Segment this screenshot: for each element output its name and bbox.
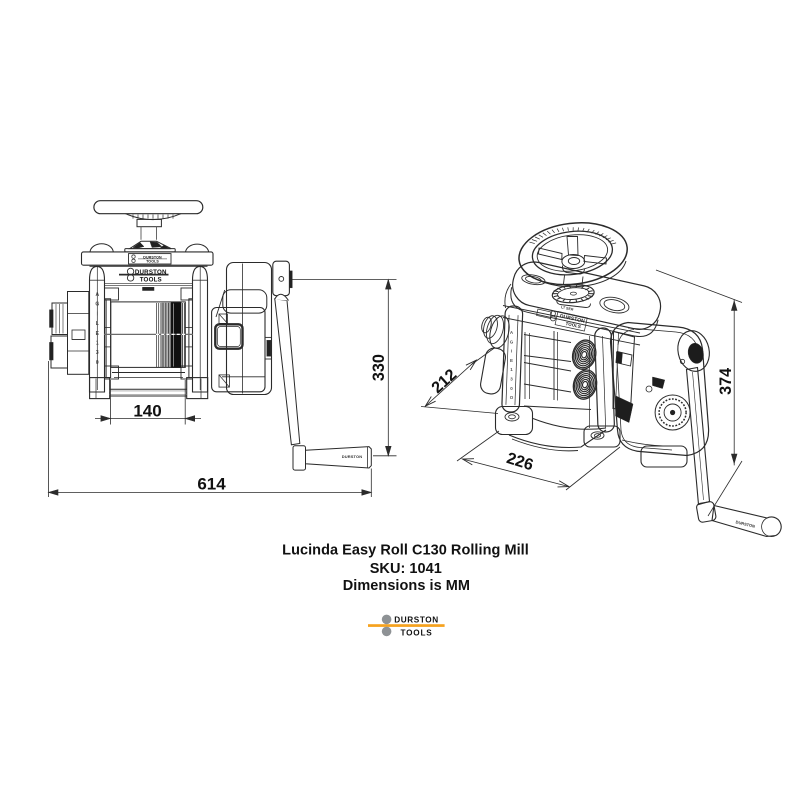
svg-text:G: G xyxy=(95,302,99,308)
svg-text:DURSTON: DURSTON xyxy=(135,269,167,276)
svg-text:DURSTON: DURSTON xyxy=(143,255,162,259)
svg-text:LT SER: LT SER xyxy=(561,305,574,312)
svg-text:G: G xyxy=(510,339,514,344)
svg-text:1: 1 xyxy=(96,341,99,347)
svg-text:DURSTON: DURSTON xyxy=(394,615,439,624)
svg-text:DURSTON: DURSTON xyxy=(559,313,585,324)
svg-text:1: 1 xyxy=(510,367,513,372)
svg-text:A: A xyxy=(95,292,99,298)
svg-text:Lucinda Easy Roll C130 Rolling: Lucinda Easy Roll C130 Rolling Mill xyxy=(282,542,529,558)
svg-text:374: 374 xyxy=(717,368,735,395)
svg-text:TOOLS: TOOLS xyxy=(400,629,432,638)
svg-text:3: 3 xyxy=(510,377,513,382)
svg-text:0: 0 xyxy=(510,386,513,391)
svg-text:A: A xyxy=(510,330,514,335)
svg-text:SKU: 1041: SKU: 1041 xyxy=(370,561,442,577)
svg-text:DURSTON: DURSTON xyxy=(342,454,362,459)
svg-text:TOOLS: TOOLS xyxy=(140,276,162,283)
svg-text:O: O xyxy=(510,395,514,400)
svg-text:I: I xyxy=(97,311,99,317)
svg-text:E: E xyxy=(510,358,513,363)
svg-text:Dimensions is MM: Dimensions is MM xyxy=(343,578,470,594)
svg-text:E: E xyxy=(96,331,100,337)
svg-text:0: 0 xyxy=(96,360,99,366)
svg-text:3: 3 xyxy=(96,350,99,356)
svg-text:614: 614 xyxy=(197,475,226,494)
svg-text:TOOLS: TOOLS xyxy=(146,260,159,264)
svg-text:TOOLS: TOOLS xyxy=(565,321,581,329)
svg-text:140: 140 xyxy=(133,402,161,421)
svg-text:I: I xyxy=(511,349,512,354)
svg-text:330: 330 xyxy=(370,354,388,381)
svg-text:DURSTON: DURSTON xyxy=(735,519,755,529)
svg-text:L: L xyxy=(96,321,99,327)
